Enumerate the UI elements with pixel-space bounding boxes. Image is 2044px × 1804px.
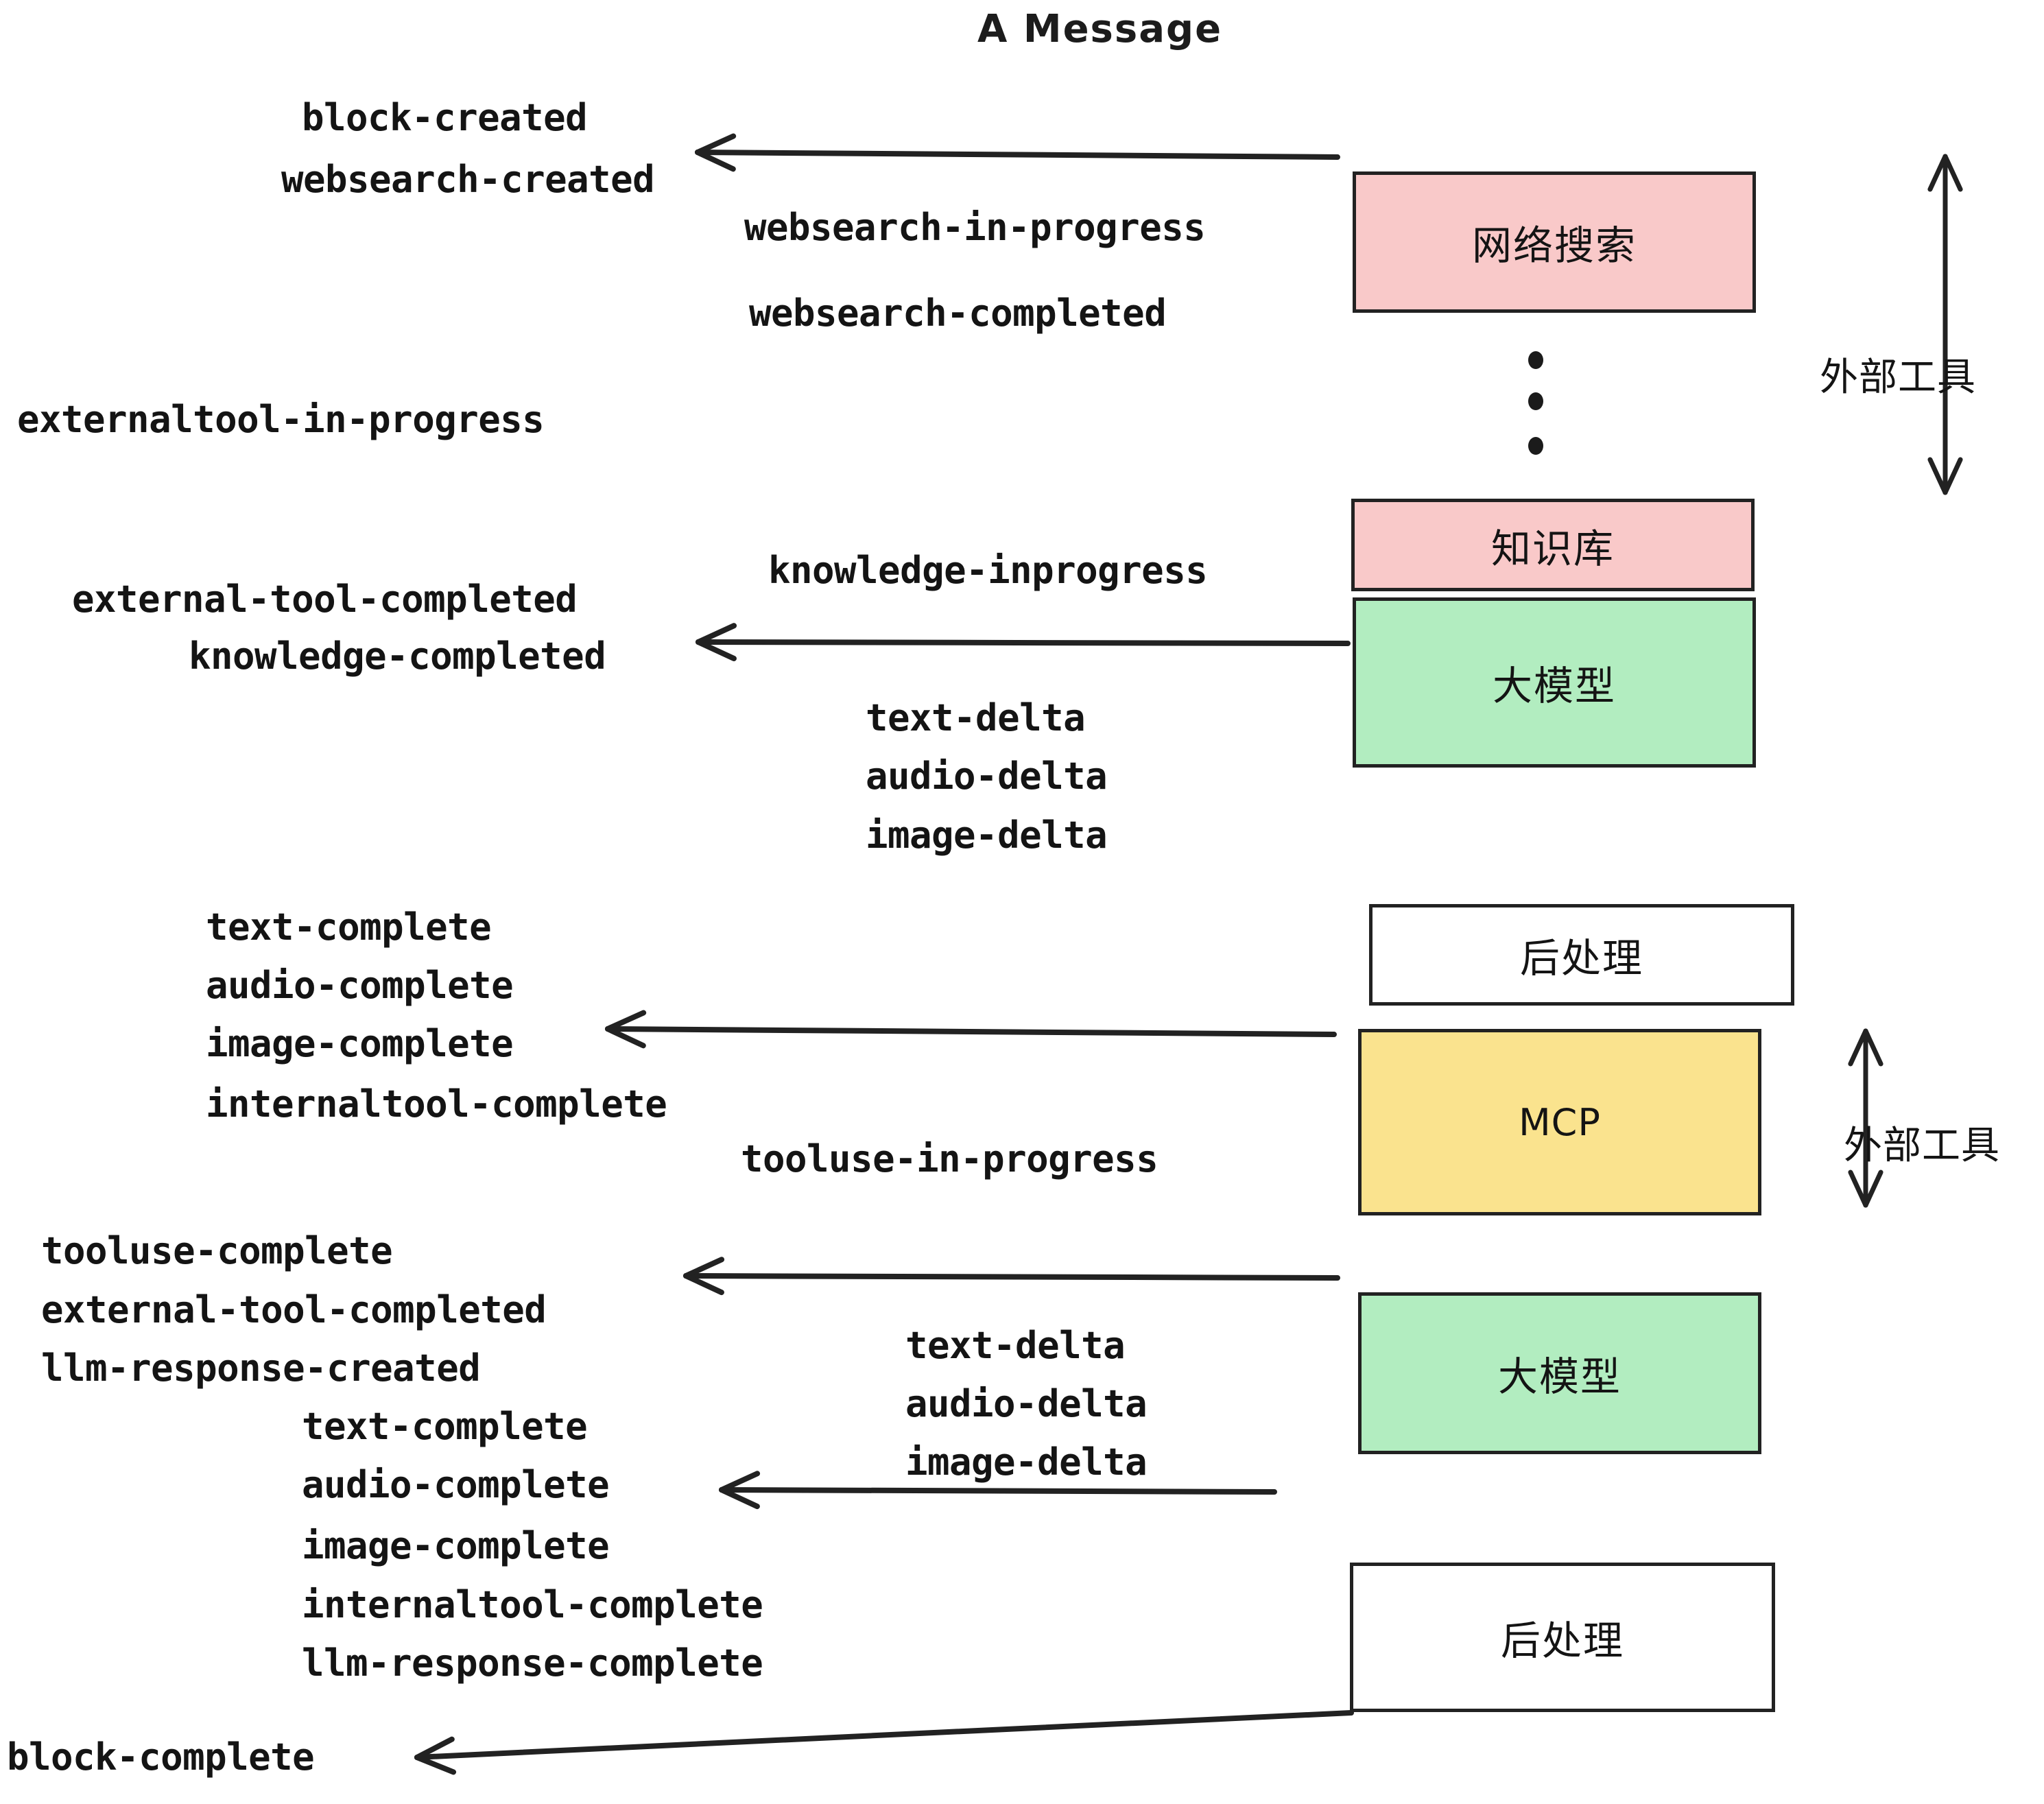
arrowhead	[1863, 1170, 1883, 1208]
event-label: image-delta	[866, 814, 1108, 857]
arrowhead	[719, 1487, 760, 1510]
event-label: text-complete	[206, 905, 492, 949]
node-label: 后处理	[1519, 935, 1643, 982]
event-label: tooluse-in-progress	[741, 1137, 1158, 1180]
event-label: llm-response-complete	[302, 1641, 763, 1685]
node-box: 后处理	[1350, 1563, 1775, 1712]
node-label: 大模型	[1492, 663, 1616, 709]
event-label: image-delta	[905, 1440, 1148, 1484]
arrowhead	[719, 1471, 761, 1493]
scope-label-external-tool: 外部工具	[1844, 1124, 2000, 1168]
arrowhead	[1942, 154, 1963, 192]
event-label: text-delta	[905, 1324, 1126, 1367]
event-label: image-complete	[206, 1022, 514, 1065]
node-label: 后处理	[1500, 1617, 1624, 1664]
arrowhead	[695, 150, 736, 172]
node-box: 大模型	[1353, 597, 1756, 768]
node-label: 网络搜索	[1471, 222, 1637, 269]
event-label: externaltool-in-progress	[17, 398, 545, 441]
arrowhead	[605, 1026, 646, 1049]
event-label: websearch-created	[281, 158, 655, 201]
scope-label-external-tool: 外部工具	[1820, 355, 1976, 400]
arrowhead	[696, 639, 737, 662]
event-label: audio-complete	[302, 1463, 610, 1506]
arrowhead	[683, 1273, 724, 1296]
node-box: MCP	[1358, 1029, 1761, 1215]
node-box: 知识库	[1351, 499, 1755, 591]
event-label: text-complete	[302, 1405, 588, 1448]
node-label: MCP	[1519, 1100, 1601, 1144]
arrowhead	[1848, 1028, 1868, 1067]
event-label: knowledge-inprogress	[768, 549, 1208, 592]
arrowhead	[1848, 1170, 1868, 1208]
event-label: internaltool-complete	[302, 1583, 763, 1626]
event-label: block-complete	[7, 1735, 315, 1779]
event-label: internaltool-complete	[206, 1082, 667, 1126]
event-label: knowledge-completed	[189, 634, 606, 678]
event-label: external-tool-completed	[72, 578, 578, 621]
arrowhead	[1927, 457, 1948, 495]
arrowhead	[1942, 457, 1963, 495]
event-label: audio-delta	[866, 755, 1108, 798]
arrowhead	[414, 1736, 455, 1760]
connector-tooluse-complete-return	[683, 1273, 1340, 1281]
ellipsis-dot-icon	[1528, 437, 1543, 455]
ellipsis-dot-icon	[1528, 351, 1543, 369]
event-label: external-tool-completed	[41, 1288, 547, 1331]
connector-block-created-return	[695, 150, 1340, 160]
connector-knowledge-completed-return	[696, 639, 1351, 646]
connector-audio-complete-return	[719, 1487, 1277, 1495]
arrowhead	[683, 1257, 725, 1279]
arrowhead	[414, 1755, 457, 1775]
event-label: llm-response-created	[41, 1346, 481, 1390]
node-box: 大模型	[1358, 1292, 1761, 1454]
arrowhead	[696, 623, 737, 645]
ellipsis-dot-icon	[1528, 392, 1543, 410]
node-label: 大模型	[1497, 1353, 1621, 1400]
event-label: text-delta	[866, 696, 1086, 739]
event-label: audio-delta	[905, 1382, 1148, 1425]
event-label: websearch-in-progress	[744, 206, 1206, 249]
node-box: 网络搜索	[1353, 171, 1756, 313]
arrowhead	[1927, 154, 1948, 192]
diagram-title: A Message	[977, 7, 1223, 51]
node-label: 知识库	[1490, 525, 1615, 572]
event-label: tooluse-complete	[41, 1229, 393, 1272]
arrowhead	[695, 133, 737, 155]
connector-block-complete-return	[414, 1710, 1354, 1760]
arrowhead	[1863, 1028, 1883, 1067]
node-box: 后处理	[1369, 904, 1794, 1006]
arrowhead	[605, 1010, 647, 1032]
event-label: audio-complete	[206, 964, 514, 1007]
event-label: websearch-completed	[749, 292, 1167, 335]
event-label: image-complete	[302, 1524, 610, 1567]
event-label: block-created	[302, 96, 588, 139]
connector-image-complete-return	[605, 1026, 1337, 1037]
